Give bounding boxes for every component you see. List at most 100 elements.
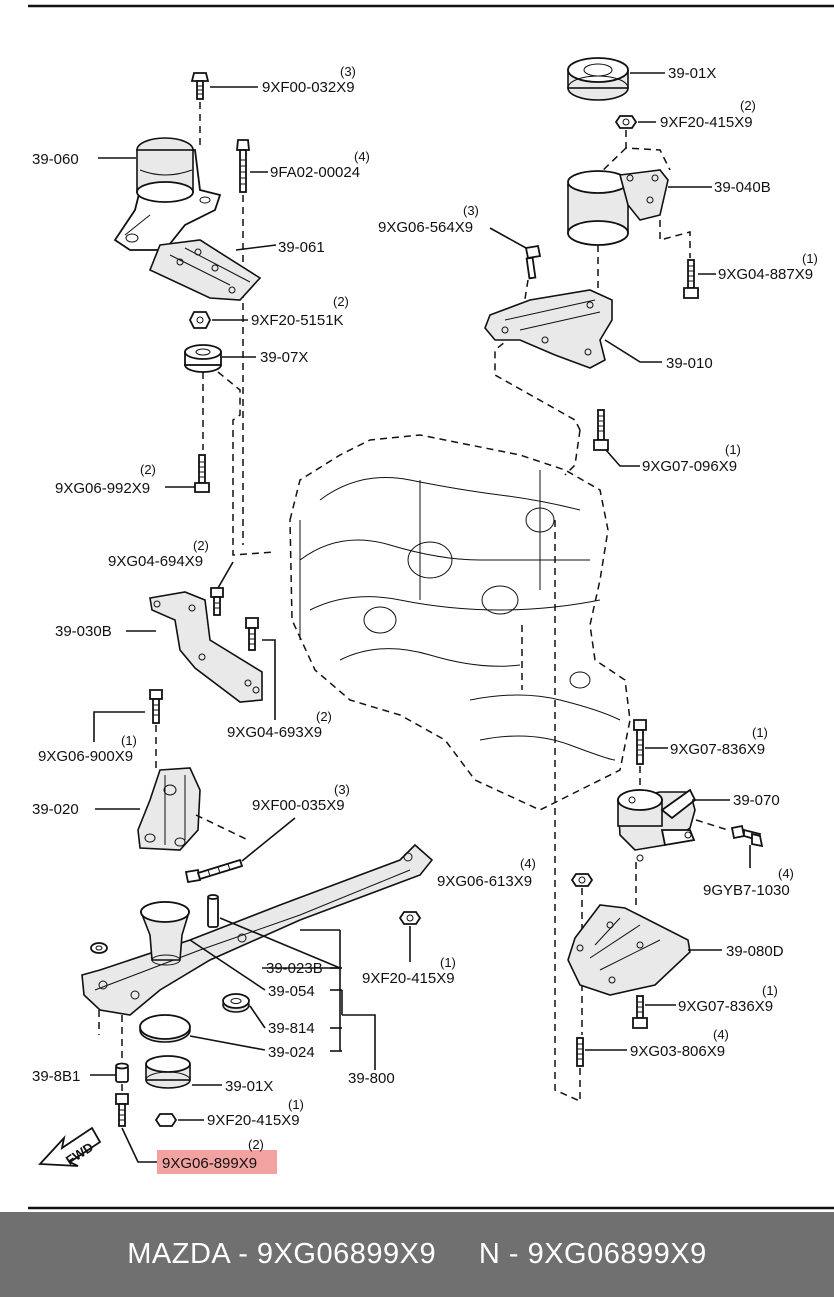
rubber-39-01x-upper: [567, 57, 629, 101]
label-39-061: 39-061: [278, 239, 325, 256]
bolt-9xg06-899x9: [115, 1093, 129, 1127]
qty-9gyb7-1030: (4): [778, 866, 794, 881]
stud-9fa02-00024: [236, 139, 250, 193]
label-9xg06-899x9: 9XG06-899X9: [162, 1155, 257, 1172]
label-9xf20-415x9-upper: 9XF20-415X9: [660, 114, 753, 131]
label-39-814: 39-814: [268, 1020, 315, 1037]
bolt-9xg06-900x9: [149, 689, 163, 724]
footer-part-number: MAZDA - 9XG06899X9 N - 9XG06899X9: [127, 1238, 707, 1270]
qty-9xg04-694x9: (2): [193, 538, 209, 553]
label-9xg07-836x9-upper: 9XG07-836X9: [670, 741, 765, 758]
part-highlight: [157, 1150, 277, 1174]
label-39-060: 39-060: [32, 151, 79, 168]
label-39-01x-upper: 39-01X: [668, 65, 716, 82]
qty-9xg04-693x9: (2): [316, 709, 332, 724]
label-39-800: 39-800: [348, 1070, 395, 1087]
labels: (3) 9XF00-032X9 39-060 (4) 9FA02-00024 3…: [32, 64, 818, 1172]
stud-9xg03-806x9: [576, 1037, 584, 1067]
label-39-054: 39-054: [268, 983, 315, 1000]
qty-9xg07-096x9: (1): [725, 442, 741, 457]
label-9xf20-415x9-lower: 9XF20-415X9: [207, 1112, 300, 1129]
bolt-9xg07-096x9: [593, 409, 609, 451]
qty-9xf00-032x9: (3): [340, 64, 356, 79]
qty-9xf20-415x9-upper: (2): [740, 98, 756, 113]
mount-39-070: [617, 788, 697, 862]
engine-mount-39-040b: [567, 169, 669, 246]
footer-bar: MAZDA - 9XG06899X9 N - 9XG06899X9: [0, 1212, 834, 1297]
qty-9xg06-900x9: (1): [121, 733, 137, 748]
label-9xf00-032x9: 9XF00-032X9: [262, 79, 355, 96]
bolt-9xg04-693x9: [245, 617, 259, 651]
bolt-9xg07-836x9-upper: [633, 719, 647, 765]
nut-9xg06-613x9: [570, 873, 594, 887]
label-9xf00-035x9: 9XF00-035X9: [252, 797, 345, 814]
label-9xg04-694x9: 9XG04-694X9: [108, 553, 203, 570]
label-39-010: 39-010: [666, 355, 713, 372]
bolt-9gyb7-1030: [730, 824, 764, 848]
bolt-9xg04-887x9: [683, 259, 699, 299]
qty-9xf20-415x9-center: (1): [440, 955, 456, 970]
bolt-9xg06-564x9: [524, 244, 542, 280]
label-39-8b1: 39-8B1: [32, 1068, 80, 1085]
nut-9xf20-415x9-upper: [614, 115, 638, 129]
label-39-023b: 39-023B: [266, 960, 323, 977]
label-9fa02-00024: 9FA02-00024: [270, 164, 360, 181]
crossmember-39-800: [81, 843, 434, 1016]
qty-9xg06-992x9: (2): [140, 462, 156, 477]
label-9xg07-836x9-lower: 9XG07-836X9: [678, 998, 773, 1015]
label-39-024: 39-024: [268, 1044, 315, 1061]
collar-39-8b1: [115, 1062, 129, 1083]
bracket-39-010: [484, 289, 613, 369]
label-39-040b: 39-040B: [714, 179, 771, 196]
bolt-9xf00-035x9: [184, 858, 244, 884]
bolt-9xf00-032x9: [190, 72, 210, 100]
qty-9xg06-613x9: (4): [520, 856, 536, 871]
qty-9xg03-806x9: (4): [713, 1027, 729, 1042]
small-collar: [90, 942, 108, 954]
rubber-39-01x-lower: [145, 1055, 191, 1089]
label-9xg06-564x9: 9XG06-564X9: [378, 219, 473, 236]
qty-9xf20-5151k: (2): [333, 294, 349, 309]
parts-diagram: FWD: [28, 4, 834, 1210]
label-39-030b: 39-030B: [55, 623, 112, 640]
rubber-39-07x: [184, 344, 222, 373]
label-9xg06-613x9: 9XG06-613X9: [437, 873, 532, 890]
label-9xg07-096x9: 9XG07-096X9: [642, 458, 737, 475]
label-39-080d: 39-080D: [726, 943, 784, 960]
qty-9xg07-836x9-upper: (1): [752, 725, 768, 740]
label-9xf20-5151k: 9XF20-5151K: [251, 312, 344, 329]
mount-39-023b: [207, 894, 219, 928]
qty-9xf20-415x9-lower: (1): [288, 1097, 304, 1112]
qty-9xg04-887x9: (1): [802, 251, 818, 266]
mount-39-020: [137, 767, 201, 851]
bolt-9xg07-836x9-lower: [632, 995, 648, 1029]
label-39-020: 39-020: [32, 801, 79, 818]
label-9xg06-992x9: 9XG06-992X9: [55, 480, 150, 497]
engine-illustration: [289, 434, 631, 811]
bracket-39-030b: [149, 591, 263, 703]
qty-9xg06-564x9: (3): [463, 203, 479, 218]
nut-9xf20-5151k: [188, 311, 212, 329]
bolt-9xg04-694x9: [210, 587, 224, 616]
label-39-070: 39-070: [733, 792, 780, 809]
qty-9fa02-00024: (4): [354, 149, 370, 164]
bolt-9xg06-992x9: [194, 454, 210, 493]
qty-9xf00-035x9: (3): [334, 782, 350, 797]
bracket-39-061: [148, 239, 262, 301]
label-9xg03-806x9: 9XG03-806X9: [630, 1043, 725, 1060]
engine-mount-39-060: [113, 137, 222, 251]
label-9xg04-887x9: 9XG04-887X9: [718, 266, 813, 283]
fwd-arrow-icon: FWD: [38, 1126, 102, 1168]
label-9xg06-900x9: 9XG06-900X9: [38, 748, 133, 765]
label-9gyb7-1030: 9GYB7-1030: [703, 882, 790, 899]
qty-9xg06-899x9: (2): [248, 1137, 264, 1152]
label-9xf20-415x9-center: 9XF20-415X9: [362, 970, 455, 987]
nut-9xf20-415x9-lower: [154, 1113, 178, 1127]
label-39-07x: 39-07X: [260, 349, 308, 366]
label-39-01x-lower: 39-01X: [225, 1078, 273, 1095]
bushing-39-054: [139, 901, 191, 966]
nut-39-814: [222, 993, 250, 1013]
rubber-39-024: [139, 1014, 191, 1043]
qty-9xg07-836x9-lower: (1): [762, 983, 778, 998]
nut-9xf20-415x9-center: [398, 911, 422, 925]
